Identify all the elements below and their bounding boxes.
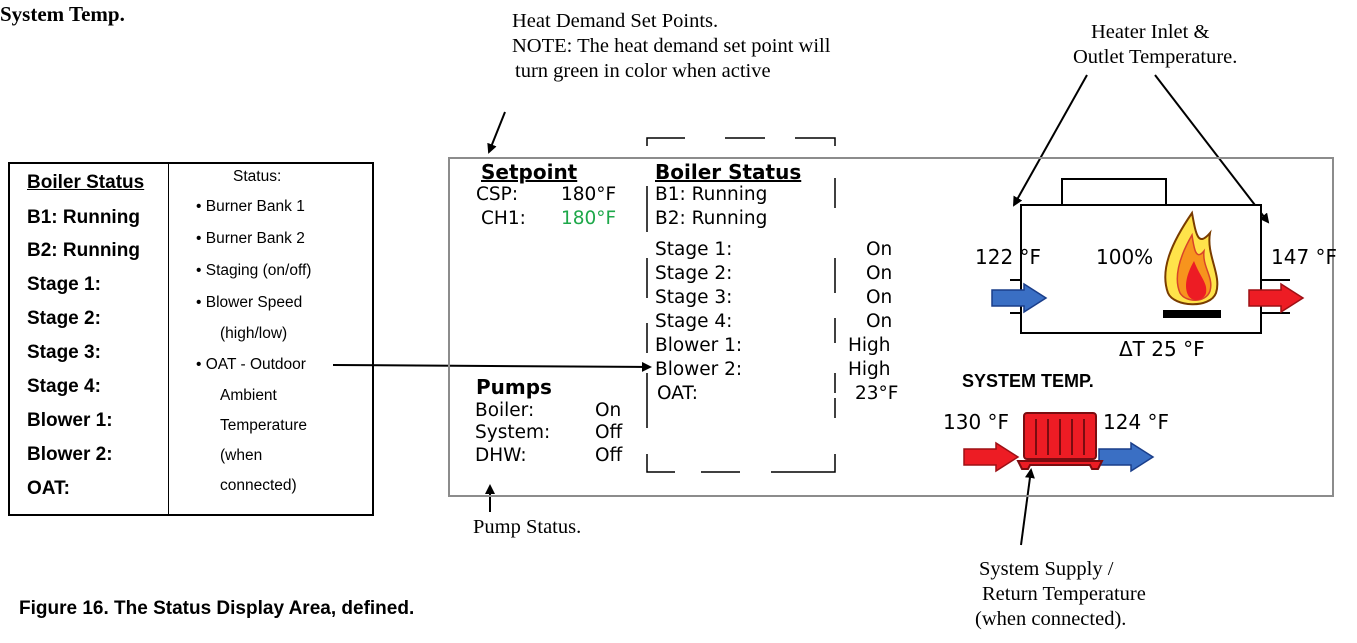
- csp-label: CSP:: [476, 184, 519, 205]
- inlet-leader-arrow: [1013, 74, 1088, 207]
- boiler-status-bracket: [646, 137, 836, 473]
- boiler-status-title: Boiler Status: [655, 160, 802, 184]
- legend-term: OAT:: [27, 478, 70, 499]
- heater-body: [1020, 204, 1262, 334]
- ch1-value: 180°F: [561, 208, 617, 229]
- system-supply-arrow-icon: [963, 441, 1020, 473]
- heat-demand-annotation: Heat Demand Set Points. NOTE: The heat d…: [512, 9, 830, 84]
- system-temp-title: SYSTEM TEMP.: [962, 371, 1094, 391]
- legend-term: Blower 1:: [27, 410, 113, 431]
- stage-2-label: Stage 2:: [655, 263, 733, 284]
- legend-status-line: (when: [220, 447, 263, 464]
- legend-term: Stage 1:: [27, 274, 101, 295]
- legend-status-title: Status:: [233, 168, 282, 185]
- boiler-b2-status: B2: Running: [655, 208, 768, 229]
- system-return-arrow-icon: [1098, 441, 1155, 473]
- blower-1-value: High: [848, 335, 891, 356]
- system-supply-annotation: System Supply / Return Temperature (when…: [975, 557, 1146, 632]
- heater-inlet-line-2: Outlet Temperature.: [1073, 46, 1238, 68]
- setpoint-leader-arrow: [487, 111, 506, 154]
- legend-status-line: Ambient: [220, 387, 277, 404]
- stage-4-label: Stage 4:: [655, 311, 733, 332]
- legend-term: Blower 2:: [27, 444, 113, 465]
- stage-2-value: On: [866, 263, 893, 284]
- legend-box: Boiler Status B1: Running B2: Running St…: [8, 162, 374, 516]
- legend-status-line: • Burner Bank 2: [196, 230, 305, 247]
- legend-divider: [168, 164, 169, 514]
- blower-1-label: Blower 1:: [655, 335, 743, 356]
- outlet-leader-arrow: [1154, 74, 1270, 224]
- pump-system-value: Off: [595, 422, 623, 443]
- stage-1-value: On: [866, 239, 893, 260]
- pumps-title: Pumps: [476, 375, 552, 399]
- stage-3-value: On: [866, 287, 893, 308]
- legend-status-line: • Staging (on/off): [196, 262, 312, 279]
- legend-leader-arrow: [332, 361, 652, 372]
- blower-2-label: Blower 2:: [655, 359, 743, 380]
- heater-delta-t: ΔT 25 °F: [1119, 337, 1205, 361]
- legend-title: Boiler Status: [27, 172, 145, 193]
- system-supply-line-3: (when connected).: [975, 608, 1127, 630]
- heater-outlet-temp: 147 °F: [1271, 245, 1338, 269]
- radiator-icon: [1016, 412, 1104, 470]
- stage-3-label: Stage 3:: [655, 287, 733, 308]
- heater-graphic: [1010, 178, 1290, 334]
- system-leader-arrow: [1020, 468, 1035, 546]
- legend-status-line: • Burner Bank 1: [196, 198, 305, 215]
- pump-dhw-value: Off: [595, 445, 623, 466]
- heater-flue: [1061, 178, 1167, 206]
- heat-demand-note-2: turn green in color when active: [515, 60, 771, 82]
- heater-temp-annotation: Heater Inlet & Outlet Temperature.: [1065, 20, 1237, 70]
- legend-status-line: connected): [220, 477, 297, 494]
- figure-caption: Figure 16. The Status Display Area, defi…: [19, 598, 415, 619]
- pump-dhw-label: DHW:: [475, 445, 527, 466]
- legend-term: B2: Running: [27, 240, 140, 261]
- heat-demand-note-1: NOTE: The heat demand set point will: [512, 35, 831, 57]
- flame-inner-icon: [1186, 261, 1207, 301]
- pump-boiler-label: Boiler:: [475, 400, 535, 421]
- legend-term: Stage 2:: [27, 308, 101, 329]
- oat-label: OAT:: [657, 383, 698, 404]
- legend-status-line: • OAT - Outdoor: [196, 356, 306, 373]
- inlet-arrow-icon: [991, 282, 1048, 314]
- page-heading: System Temp.: [0, 2, 125, 26]
- pump-system-label: System:: [475, 422, 551, 443]
- boiler-b1-status: B1: Running: [655, 184, 768, 205]
- heater-inlet-temp: 122 °F: [975, 245, 1042, 269]
- legend-term: B1: Running: [27, 207, 140, 228]
- legend-term: Stage 4:: [27, 376, 101, 397]
- stage-4-value: On: [866, 311, 893, 332]
- stage-1-label: Stage 1:: [655, 239, 733, 260]
- status-display-panel: Setpoint CSP: 180°F CH1: 180°F Pumps Boi…: [448, 157, 1338, 497]
- legend-status-line: (high/low): [220, 325, 288, 342]
- oat-value: 23°F: [855, 383, 899, 404]
- legend-status-line: • Blower Speed: [196, 294, 303, 311]
- pump-boiler-value: On: [595, 400, 622, 421]
- legend-term: Stage 3:: [27, 342, 101, 363]
- system-supply-line-2: Return Temperature: [982, 583, 1146, 605]
- system-supply-temp: 130 °F: [943, 410, 1010, 434]
- legend-status-line: Temperature: [220, 417, 308, 434]
- system-return-temp: 124 °F: [1103, 410, 1170, 434]
- heater-firing-rate: 100%: [1096, 245, 1154, 269]
- system-supply-line-1: System Supply /: [979, 558, 1114, 580]
- outlet-arrow-icon: [1248, 282, 1305, 314]
- pump-status-annotation: Pump Status.: [473, 516, 582, 538]
- csp-value: 180°F: [561, 184, 617, 205]
- setpoint-title: Setpoint: [481, 160, 578, 184]
- blower-2-value: High: [848, 359, 891, 380]
- heater-inlet-line-1: Heater Inlet &: [1091, 21, 1210, 43]
- ch1-label: CH1:: [481, 208, 526, 229]
- heat-demand-title: Heat Demand Set Points.: [512, 10, 719, 32]
